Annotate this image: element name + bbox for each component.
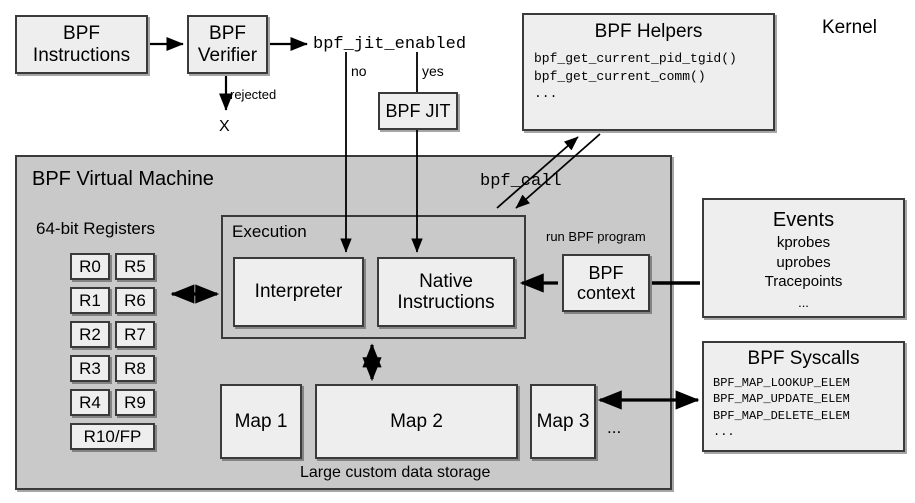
bpf-syscalls-list: BPF_MAP_LOOKUP_ELEM BPF_MAP_UPDATE_ELEM …: [713, 375, 850, 440]
map-3-box[interactable]: Map 3: [530, 384, 596, 459]
bpf-syscall-item: ...: [713, 424, 735, 439]
bpf-call-label: bpf_call: [480, 172, 562, 191]
bpf-syscall-item: BPF_MAP_UPDATE_ELEM: [713, 392, 850, 407]
kernel-label: Kernel: [822, 17, 877, 38]
register-r0: R0: [70, 253, 110, 280]
bpf-helpers-list: bpf_get_current_pid_tgid() bpf_get_curre…: [534, 50, 737, 103]
bpf-helpers-title: BPF Helpers: [594, 21, 703, 42]
rejected-x-mark: X: [219, 118, 230, 135]
execution-title: Execution: [232, 222, 307, 241]
events-item: kprobes: [776, 234, 831, 252]
interpreter-box[interactable]: Interpreter: [233, 257, 364, 327]
map-1-box[interactable]: Map 1: [220, 384, 302, 459]
bpf-helper-item: ...: [534, 86, 558, 102]
register-r7: R7: [115, 321, 155, 348]
bpf-jit-enabled-label: bpf_jit_enabled: [313, 35, 467, 54]
register-r9: R9: [115, 389, 155, 416]
map-2-box[interactable]: Map 2: [315, 384, 518, 459]
events-item: uprobes: [776, 253, 831, 271]
register-r5: R5: [115, 253, 155, 280]
bpf-verifier-box[interactable]: BPF Verifier: [187, 15, 268, 74]
bpf-syscall-item: BPF_MAP_DELETE_ELEM: [713, 408, 850, 423]
branch-no-label: no: [351, 63, 367, 79]
events-box[interactable]: Events kprobes uprobes Tracepoints ...: [702, 198, 905, 318]
register-r8: R8: [115, 355, 155, 382]
bpf-instructions-box[interactable]: BPF Instructions: [15, 15, 148, 74]
register-r6: R6: [115, 287, 155, 314]
bpf-syscalls-title: BPF Syscalls: [747, 348, 860, 369]
bpf-helpers-box[interactable]: BPF Helpers bpf_get_current_pid_tgid() b…: [522, 13, 775, 131]
register-r3: R3: [70, 355, 110, 382]
events-item: Tracepoints: [764, 273, 843, 291]
bpf-context-box[interactable]: BPF context: [562, 254, 650, 312]
bpf-syscall-item: BPF_MAP_LOOKUP_ELEM: [713, 376, 850, 391]
maps-ellipsis-label: ...: [607, 418, 622, 437]
vm-title: BPF Virtual Machine: [32, 168, 214, 190]
branch-yes-label: yes: [422, 63, 444, 79]
storage-caption: Large custom data storage: [300, 464, 491, 481]
native-instructions-box[interactable]: Native Instructions: [377, 257, 515, 327]
register-r10-fp: R10/FP: [70, 423, 155, 450]
bpf-helper-item: bpf_get_current_comm(): [534, 68, 706, 84]
registers-title: 64-bit Registers: [36, 219, 156, 238]
bpf-syscalls-box[interactable]: BPF Syscalls BPF_MAP_LOOKUP_ELEM BPF_MAP…: [702, 341, 905, 452]
register-r4: R4: [70, 389, 110, 416]
bpf-helper-item: bpf_get_current_pid_tgid(): [534, 51, 737, 67]
rejected-label: rejected: [230, 87, 277, 102]
register-r2: R2: [70, 321, 110, 348]
run-bpf-program-label: run BPF program: [546, 229, 646, 244]
events-title: Events: [772, 209, 835, 231]
events-list: kprobes uprobes Tracepoints ...: [765, 233, 843, 311]
events-item: ...: [798, 294, 809, 310]
register-r1: R1: [70, 287, 110, 314]
bpf-jit-box[interactable]: BPF JIT: [378, 92, 458, 130]
